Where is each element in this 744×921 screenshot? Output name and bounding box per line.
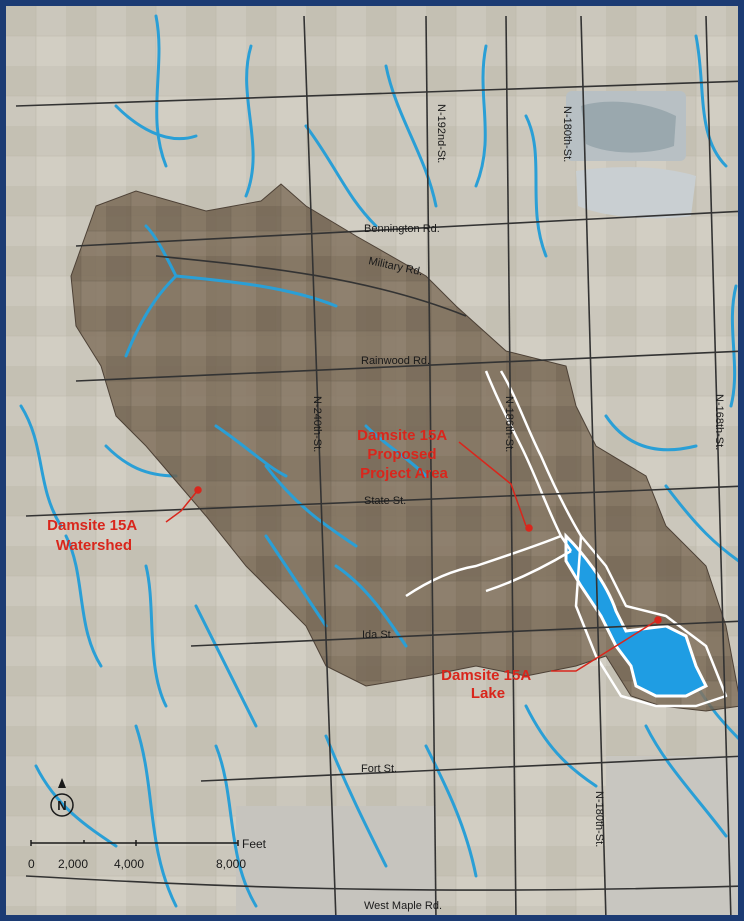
svg-text:Feet: Feet <box>242 837 267 851</box>
project-area-outline[interactable] <box>405 370 728 708</box>
svg-text:0: 0 <box>28 857 35 871</box>
scale-bar: Feet 0 2,000 4,000 8,000 <box>28 837 267 871</box>
road-label-west-maple: West Maple Rd. <box>364 900 442 912</box>
road-label-state: State St. <box>364 495 406 507</box>
road-label-ida: Ida St. <box>362 629 394 641</box>
road-label-n192: N-192nd-St. <box>435 104 447 163</box>
watershed-streams <box>124 224 428 648</box>
urban-area-sw <box>236 806 436 915</box>
road-label-n240: N-240th-St. <box>311 396 323 452</box>
road-label-n180-top: N-180th-St. <box>561 106 573 162</box>
callout-leaders <box>165 441 662 672</box>
watershed-map[interactable]: Bennington Rd. Military Rd. Rainwood Rd.… <box>6 6 744 921</box>
road-label-n180-bottom: N-180th-St. <box>593 791 605 847</box>
callout-lake: Damsite 15A Lake <box>441 667 535 702</box>
north-arrow-icon: N <box>50 778 74 817</box>
callout-watershed: Damsite 15A Watershed <box>47 517 141 554</box>
road-label-fort: Fort St. <box>361 763 397 775</box>
svg-text:8,000: 8,000 <box>216 857 246 871</box>
damsite-lake[interactable] <box>564 532 709 698</box>
road-label-n168: N-168th-St. <box>713 394 725 450</box>
streams <box>19 14 738 908</box>
roads <box>15 15 738 915</box>
road-label-n186: N-186th-St. <box>503 396 515 452</box>
svg-text:2,000: 2,000 <box>58 857 88 871</box>
subdivision-lake <box>566 91 696 219</box>
road-label-bennington: Bennington Rd. <box>364 223 440 235</box>
callout-project-area: Damsite 15A Proposed Project Area <box>357 427 451 482</box>
svg-text:4,000: 4,000 <box>114 857 144 871</box>
svg-text:N: N <box>57 798 66 813</box>
road-label-rainwood: Rainwood Rd. <box>361 355 430 367</box>
urban-area <box>606 756 738 915</box>
